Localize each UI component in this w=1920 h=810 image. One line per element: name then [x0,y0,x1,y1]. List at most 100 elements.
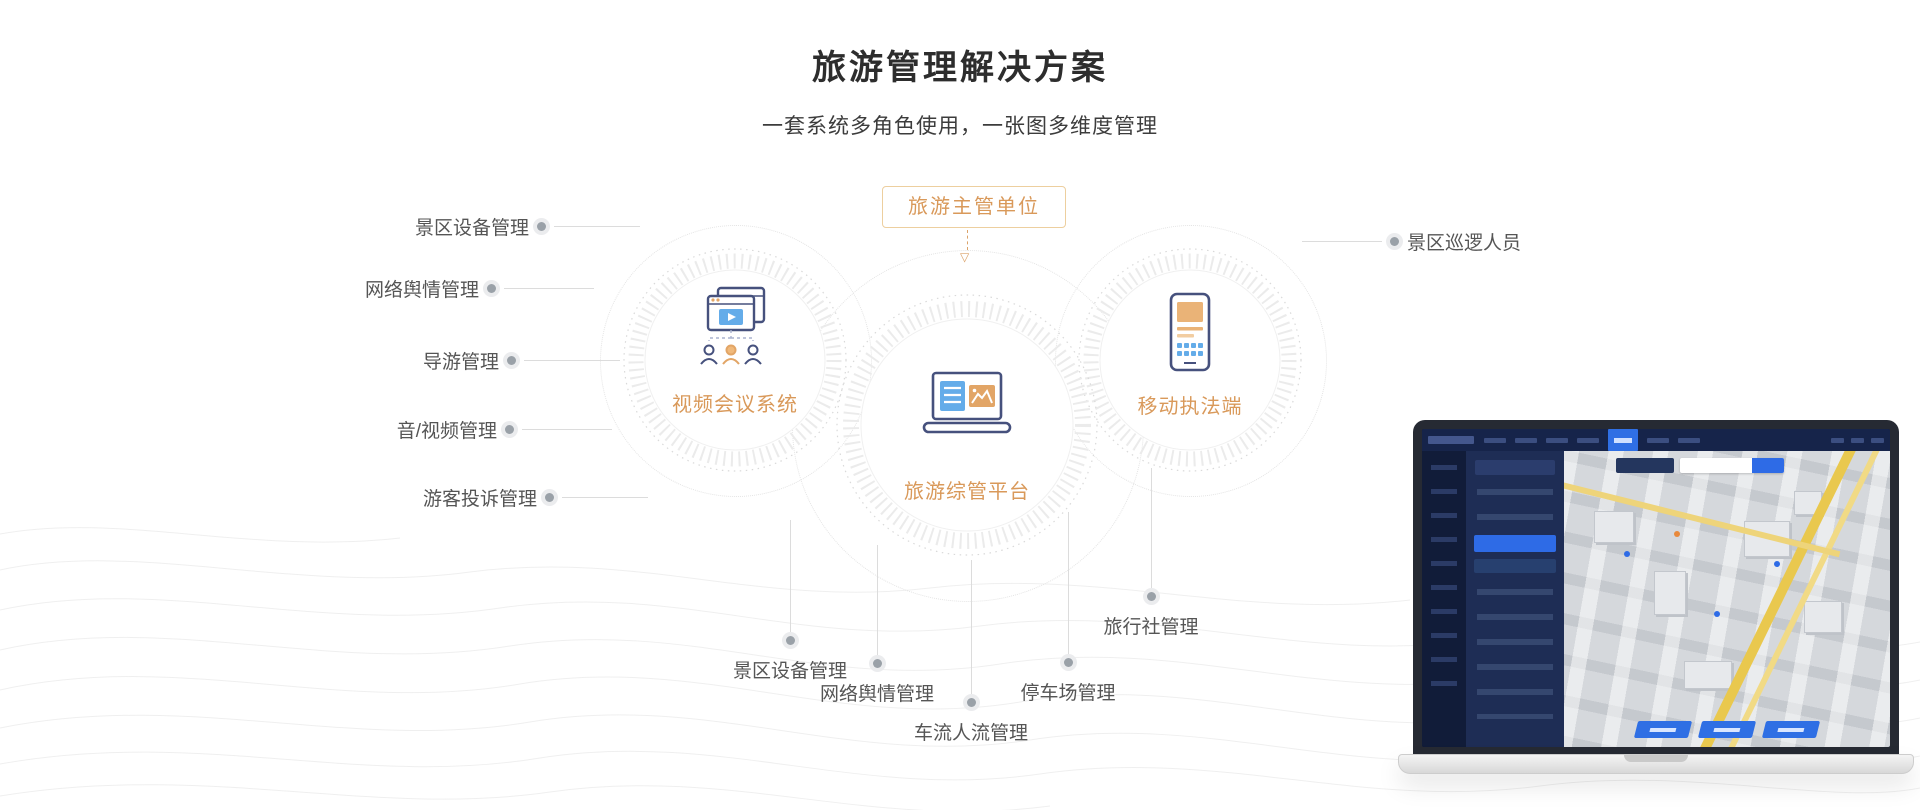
connector-dot [1146,592,1156,601]
connector-line [876,545,878,655]
label-text: 导游管理 [422,351,499,373]
label-text: 游客投诉管理 [422,488,537,510]
dashboard-menu-panel [1466,451,1564,747]
dashboard-logo-chip [1428,436,1474,444]
panel-header-chip [1475,460,1555,475]
dashboard-body [1422,451,1890,747]
connector-line [524,359,620,361]
label-text: 停车场管理 [1020,683,1116,704]
label-text: 网络舆情管理 [819,684,934,705]
connector-dot [1063,658,1073,667]
dashboard-nav-rail [1422,451,1466,747]
connector-dot [872,659,882,668]
menu-item-chip [1577,437,1599,443]
connector-dot [537,221,546,231]
connector-dot [487,283,496,293]
menu-item-chip [1515,437,1537,443]
label-text: 音/视频管理 [396,420,497,442]
laptop-base [1398,754,1914,774]
map-building [1684,661,1732,689]
dashboard-topbar [1422,429,1890,451]
deco-circle-right [1055,225,1327,497]
map-building [1804,601,1842,633]
right-label-patrol-staff: 景区巡逻人员 [1302,229,1522,254]
arrow-down-icon: ▽ [960,250,970,264]
bottom-label-scenic-equipment: 景区设备管理 [710,520,870,683]
map-search-chip [1680,458,1784,473]
connector-line [789,520,791,632]
map-search-controls [1616,458,1784,473]
map-marker [1624,551,1630,557]
connector-line [1067,512,1069,654]
connector-line [970,560,972,694]
bottom-label-travel-agency: 旅行社管理 [1071,468,1231,639]
node-label-mobile-enforcement: 移动执法端 [1137,396,1243,418]
node-label-video-system: 视频会议系统 [672,394,798,416]
label-text: 车流人流管理 [913,723,1028,744]
video-conference-icon [690,284,780,381]
tourism-authority-node: 旅游主管单位 [882,186,1066,228]
map-action-button-chip [1633,721,1693,738]
topbar-right-chip [1851,437,1864,443]
menu-row-selected [1474,535,1556,552]
map-marker [1774,561,1780,567]
left-label-complaints: 游客投诉管理 [422,485,648,510]
left-label-network-opinion: 网络舆情管理 [364,276,594,301]
label-text: 网络舆情管理 [364,279,479,301]
map-marker-orange [1674,531,1680,537]
connector-line [562,496,648,498]
menu-item-chip [1678,437,1700,443]
menu-item-active-chip [1608,429,1638,451]
map-search-button-chip [1752,458,1784,473]
connector-dot [545,492,554,502]
platform-laptop-icon [912,369,1022,444]
tourism-authority-label: 旅游主管单位 [908,196,1040,218]
connector-dot [966,698,976,707]
map-action-button-chip [1697,721,1757,738]
node-video-conference-system: 视频会议系统 [615,240,855,480]
map-select-chip [1616,458,1674,473]
laptop-mockup [1398,420,1914,774]
arrow-down-connector [967,230,968,250]
map-building [1654,571,1686,615]
laptop-screen [1413,420,1899,754]
node-mobile-enforcement: 移动执法端 [1070,240,1310,480]
bottom-label-parking: 停车场管理 [988,512,1148,705]
menu-row-hover [1474,559,1556,573]
connector-dot [507,355,516,365]
left-label-audio-video: 音/视频管理 [396,417,612,442]
page-subtitle: 一套系统多角色使用，一张图多维度管理 [762,115,1158,138]
label-text: 景区巡逻人员 [1407,232,1522,254]
mobile-enforcement-icon [1160,290,1220,387]
dashboard-map-3d [1564,451,1890,747]
topbar-right-chip [1831,437,1844,443]
connector-line [554,225,640,227]
connector-line [1302,240,1382,242]
page-title: 旅游管理解决方案 [812,49,1108,87]
label-text: 旅行社管理 [1103,617,1199,638]
dashboard-preview [1422,429,1890,747]
menu-item-chip [1546,437,1568,443]
background-waves [0,527,1920,810]
map-marker [1714,611,1720,617]
label-text: 景区设备管理 [414,217,529,239]
node-label-platform: 旅游综管平台 [904,481,1030,503]
left-label-guide-management: 导游管理 [422,348,620,373]
map-action-buttons [1631,721,1823,738]
connector-dot [1390,236,1399,246]
map-building [1594,511,1634,543]
map-action-button-chip [1761,721,1821,738]
node-tourism-platform: 旅游综管平台 [831,289,1103,561]
connector-dot [785,636,795,645]
connector-line [522,428,612,430]
connector-dot [505,424,514,434]
topbar-right-chip [1871,437,1884,443]
connector-line [504,287,594,289]
menu-item-chip [1484,437,1506,443]
menu-item-chip [1647,437,1669,443]
connector-line [1150,468,1152,588]
bottom-label-network-opinion: 网络舆情管理 [797,545,957,706]
bottom-label-traffic-flow: 车流人流管理 [891,560,1051,745]
laptop-notch [1624,755,1688,762]
